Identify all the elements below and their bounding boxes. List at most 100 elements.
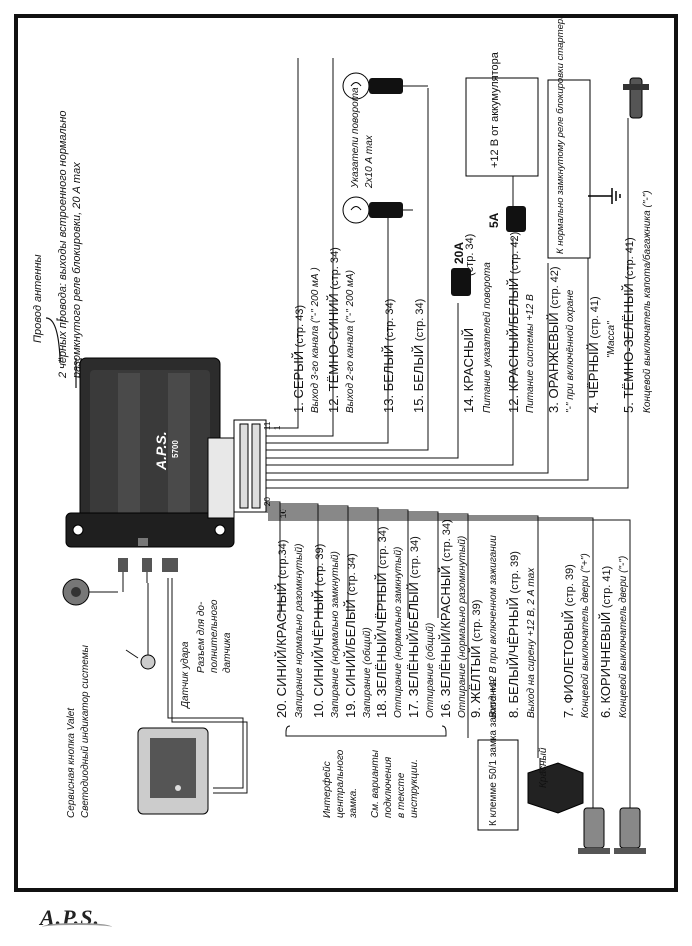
wire-1-ref: (стр. 43)	[294, 305, 306, 347]
aux-label: Разъем для до-	[196, 601, 207, 673]
svg-text:16. ЗЕЛЁНЫЙ/КРАСНЫЙ (стр. 34): 16. ЗЕЛЁНЫЙ/КРАСНЫЙ (стр. 34)	[438, 519, 453, 718]
svg-text:5. ТЁМНО-ЗЕЛЁНЫЙ (стр. 41): 5. ТЁМНО-ЗЕЛЁНЫЙ (стр. 41)	[621, 237, 636, 413]
fuse-20a: 20А	[451, 242, 471, 296]
lamps-title: Указатели поворота	[350, 87, 361, 189]
wire-20-note: Запирание нормально разомкнутый)	[294, 544, 305, 718]
wire-18-label: 18. ЗЕЛЁНЫЙ/ЧЁРНЫЙ	[374, 572, 389, 718]
wire-10-label: 10. СИНИЙ/ЧЁРНЫЙ	[311, 590, 326, 718]
door-switch-6-icon	[614, 807, 646, 854]
wire-19-note: Запирание (общий)	[361, 627, 373, 718]
wire-13-label: 13. БЕЛЫЙ	[381, 345, 396, 413]
svg-text:инструкции.: инструкции.	[409, 759, 420, 818]
unit-logo: A.P.S.	[153, 431, 169, 471]
wiring-diagram: Провод антенны 2 чёрных провода: выходы …	[32, 18, 653, 854]
svg-text:в тексте: в тексте	[396, 772, 407, 818]
valet-button-icon	[62, 578, 118, 606]
ignition-label: К клемме 50/1 замка зажигания	[488, 679, 499, 826]
wire-12b-ref: (стр. 42)	[509, 232, 521, 274]
wire-20-ref: (стр.34)	[277, 540, 289, 579]
svg-text:3. ОРАНЖЕВЫЙ (стр. 42): 3. ОРАНЖЕВЫЙ (стр. 42)	[546, 266, 561, 413]
wire-3-ref: (стр. 42)	[549, 266, 561, 308]
plug-connectors	[118, 558, 178, 592]
wire-17-note: Отпирание (общий)	[424, 623, 436, 718]
unit-model: 5700	[171, 440, 180, 458]
wire-10-ref: (стр. 39)	[314, 544, 326, 586]
wire-3-label: 3. ОРАНЖЕВЫЙ	[546, 312, 561, 413]
svg-text:К нормально замкнутому реле бл: К нормально замкнутому реле блокировки с…	[555, 18, 566, 254]
footer-logo: A.P.S.	[40, 905, 112, 931]
wire-9-ref: (стр. 39)	[471, 600, 483, 642]
starter-label: К нормально замкнутому реле блокировки с…	[555, 18, 566, 254]
wire-4-label: 4. ЧЁРНЫЙ	[586, 342, 601, 413]
upper-wire-labels: 1. СЕРЫЙ (стр. 43) Выход 3-го канала ("-…	[291, 190, 653, 413]
lamps-spec: 2х10 А max	[364, 134, 375, 189]
wire-5-label: 5. ТЁМНО-ЗЕЛЁНЫЙ	[621, 283, 636, 413]
wire-19-label: 19. СИНИЙ/БЕЛЫЙ	[343, 599, 358, 718]
hood-switch-icon	[623, 77, 649, 128]
pin-block: 20 11 10 1	[233, 419, 288, 518]
wire-12-label: 12. ТЁМНО-СИНИЙ	[326, 293, 341, 413]
shock-sensor-icon	[137, 578, 248, 815]
svg-text:20. СИНИЙ/КРАСНЫЙ (стр.34): 20. СИНИЙ/КРАСНЫЙ (стр.34)	[274, 540, 289, 718]
black-wires-label-2: разомкнутого реле блокировки, 20 А max	[71, 162, 83, 379]
wire-14-ref: (стр. 34)	[464, 234, 476, 276]
wire-6-label: 6. КОРИЧНЕВЫЙ	[598, 612, 613, 718]
wire-8-ref: (стр. 39)	[509, 551, 521, 593]
wire-15-label: 15. БЕЛЫЙ	[411, 345, 426, 413]
fuse-5a: 5А	[487, 206, 526, 232]
siren-label: Красный	[538, 747, 549, 788]
wire-14-note: Питание указателей поворота	[482, 262, 493, 413]
antenna-label-group: Провод антенны 2 чёрных провода: выходы …	[32, 110, 83, 379]
wire-4-note: "Масса"	[606, 321, 617, 358]
wire-8-label: 8. БЕЛЫЙ/ЧЁРНЫЙ	[506, 597, 521, 718]
fuse-20a-label: 20А	[452, 242, 466, 264]
wire-18-ref: (стр. 34)	[377, 527, 389, 569]
antenna-wire	[45, 317, 61, 363]
wire-17-ref: (стр. 34)	[409, 536, 421, 578]
wire-1-note: Выход 3-го канала ("-" 200 мА )	[310, 267, 321, 413]
led-label: Светодиодный индикатор системы	[80, 644, 91, 818]
pin-label-20: 20	[263, 497, 272, 506]
wire-12b-note: Питание системы +12 В	[525, 294, 536, 413]
svg-text:6. КОРИЧНЕВЫЙ (стр. 41): 6. КОРИЧНЕВЫЙ (стр. 41)	[598, 566, 613, 718]
svg-text:18. ЗЕЛЁНЫЙ/ЧЁРНЫЙ (стр. 34): 18. ЗЕЛЁНЫЙ/ЧЁРНЫЙ (стр. 34)	[374, 527, 389, 719]
ignition-box: К клемме 50/1 замка зажигания	[477, 679, 519, 831]
svg-text:подключения: подключения	[383, 756, 394, 818]
svg-text:7. ФИОЛЕТОВЫЙ (стр. 39): 7. ФИОЛЕТОВЫЙ (стр. 39)	[561, 564, 576, 718]
wire-8-note: Выход на сирену +12 В, 2 А max	[526, 567, 537, 718]
svg-text:1. СЕРЫЙ (стр. 43): 1. СЕРЫЙ (стр. 43)	[291, 305, 306, 413]
wire-20-label: 20. СИНИЙ/КРАСНЫЙ	[274, 583, 289, 719]
interface-note: Интерфейс центрального замка. См. вариан…	[285, 725, 447, 819]
svg-text:12. ТЁМНО-СИНИЙ (стр. 34): 12. ТЁМНО-СИНИЙ (стр. 34)	[326, 247, 341, 413]
bracket	[56, 318, 63, 321]
wire-14-label: 14. КРАСНЫЙ	[461, 328, 476, 413]
svg-text:12. КРАСНЫЙ/БЕЛЫЙ (стр. 42): 12. КРАСНЫЙ/БЕЛЫЙ (стр. 42)	[506, 232, 521, 413]
shock-sensor-label: Датчик удара	[180, 641, 191, 709]
svg-text:13. БЕЛЫЙ (стр. 34): 13. БЕЛЫЙ (стр. 34)	[381, 299, 396, 413]
diagram-frame: Провод антенны 2 чёрных провода: выходы …	[14, 14, 678, 892]
svg-text:10. СИНИЙ/ЧЁРНЫЙ (стр. 39): 10. СИНИЙ/ЧЁРНЫЙ (стр. 39)	[311, 544, 326, 718]
wire-3-note: "-" при включённой охране	[565, 289, 576, 413]
wire-7-ref: (стр. 39)	[564, 564, 576, 606]
starter-box: К нормально замкнутому реле блокировки с…	[547, 18, 591, 259]
wire-9-note: Вход +12 В при включенном зажигании	[488, 535, 499, 718]
wire-16-ref: (стр. 34)	[441, 519, 453, 561]
wire-12b-label: 12. КРАСНЫЙ/БЕЛЫЙ	[506, 278, 521, 413]
antenna-label: Провод антенны	[32, 254, 44, 343]
svg-text:9. ЖЁЛТЫЙ (стр. 39): 9. ЖЁЛТЫЙ (стр. 39)	[468, 600, 483, 718]
valet-label: Сервисная кнопка Valet	[66, 707, 77, 818]
ground-icon	[588, 188, 621, 204]
wire-6-ref: (стр. 41)	[601, 566, 613, 608]
svg-text:замка.: замка.	[348, 788, 359, 819]
svg-text:См. варианты: См. варианты	[370, 749, 381, 818]
svg-text:8. БЕЛЫЙ/ЧЁРНЫЙ (стр. 39): 8. БЕЛЫЙ/ЧЁРНЫЙ (стр. 39)	[506, 551, 521, 718]
fuse-5a-label: 5А	[487, 212, 501, 228]
lower-wire-labels: 20. СИНИЙ/КРАСНЫЙ (стр.34) Запирание нор…	[274, 519, 629, 718]
wire-16-note: Отпирание (нормально разомкнутый)	[457, 536, 468, 718]
svg-text:14. КРАСНЫЙ: 14. КРАСНЫЙ	[461, 328, 476, 413]
wire-13-ref: (стр. 34)	[384, 299, 396, 341]
wire-7-note: Концевой выключатель двери ("+")	[580, 553, 591, 718]
svg-text:4. ЧЁРНЫЙ (стр. 41): 4. ЧЁРНЫЙ (стр. 41)	[586, 296, 601, 413]
pin-label-10: 10	[279, 509, 288, 518]
logo-swoosh	[42, 923, 112, 931]
